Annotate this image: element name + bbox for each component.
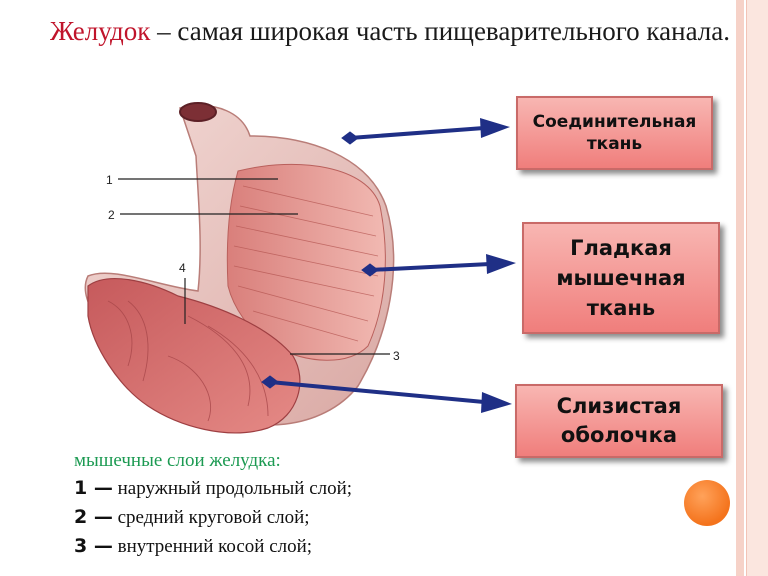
arrow-to-smooth-muscle — [361, 254, 516, 277]
caption-item-1: 1 — наружный продольный слой; — [74, 474, 474, 503]
caption-item-2-num: 2 — — [74, 506, 113, 528]
arrow-to-connective — [341, 118, 510, 145]
title-accent: Желудок — [49, 16, 151, 46]
smooth-muscle-box: Гладкая мышечная ткань — [522, 222, 720, 334]
arrow-to-mucosa — [261, 375, 512, 413]
mucosa-label: Слизистая оболочка — [556, 394, 682, 447]
label-2: 2 — [108, 208, 115, 222]
label-4: 4 — [179, 261, 186, 275]
caption-item-1-num: 1 — — [74, 477, 113, 499]
caption-item-3-text: внутренний косой слой; — [112, 536, 313, 557]
caption-item-3-num: 3 — — [74, 535, 113, 557]
stomach-illustration: 1 2 3 4 — [84, 102, 400, 434]
caption-item-3: 3 — внутренний косой слой; — [74, 532, 474, 561]
mucosa-layer — [87, 278, 301, 434]
connective-tissue-box: Соединительная ткань — [516, 96, 713, 170]
right-rail-inner — [746, 0, 768, 576]
caption-item-2-text: средний круговой слой; — [112, 507, 310, 528]
title-rest: – самая широкая часть пищеварительного к… — [150, 16, 730, 46]
slide-title: Желудок – самая широкая часть пищеварите… — [40, 14, 730, 48]
decorative-orange-circle — [684, 480, 730, 526]
caption-heading: мышечные слои желудка: — [74, 450, 281, 471]
caption-item-1-text: наружный продольный слой; — [112, 478, 353, 499]
smooth-muscle-label: Гладкая мышечная ткань — [556, 236, 686, 320]
connective-tissue-label: Соединительная ткань — [532, 112, 697, 154]
label-3: 3 — [393, 349, 400, 363]
caption-item-2: 2 — средний круговой слой; — [74, 503, 474, 532]
muscle-layers — [226, 163, 386, 361]
mucosa-box: Слизистая оболочка — [515, 384, 723, 458]
right-rail-outer — [736, 0, 744, 576]
label-1: 1 — [106, 173, 113, 187]
muscle-layers-caption: мышечные слои желудка: 1 — наружный прод… — [74, 448, 474, 561]
esophagus-opening — [179, 102, 217, 122]
